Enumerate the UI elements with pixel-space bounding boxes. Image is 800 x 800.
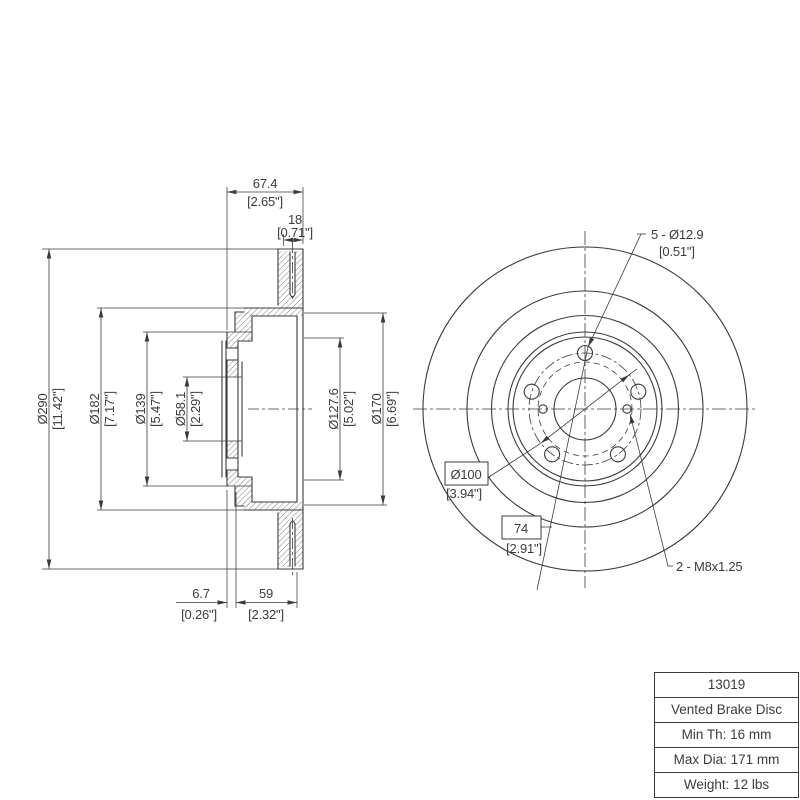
spec-weight: Weight: 12 lbs — [683, 777, 770, 792]
section-view — [221, 242, 312, 576]
dim-hat-depth-mm: 59 — [259, 586, 273, 601]
spec-table: 13019 Vented Brake Disc Min Th: 16 mm Ma… — [654, 672, 799, 798]
dim-offset-mm: 6.7 — [192, 586, 209, 601]
dim-hat-depth-in: [2.32"] — [248, 607, 284, 622]
dim-hat-dia-mm: Ø182 — [87, 393, 102, 424]
dim-inner-step-dia-mm: Ø127.6 — [326, 388, 341, 429]
dim-inner-step-dia-in: [5.02"] — [341, 391, 356, 427]
dim-hat-dia-in: [7.17"] — [102, 391, 117, 427]
leader-lines — [488, 233, 673, 591]
section-hatch — [227, 251, 303, 567]
dim-ring-thickness-in: [0.71"] — [277, 225, 313, 240]
bolt-hole — [523, 383, 540, 400]
spec-min-thickness: Min Th: 16 mm — [655, 723, 798, 748]
dim-hat-outer-dia-in: [6.69"] — [384, 391, 399, 427]
dim-center-bore-mm: Ø58.1 — [173, 392, 188, 426]
dim-overall-width-mm: 67.4 — [253, 176, 278, 191]
spec-type: Vented Brake Disc — [655, 698, 798, 723]
spec-max-diameter: Max Dia: 171 mm — [655, 748, 798, 773]
callout-bolt-circle: Ø100 — [450, 467, 481, 482]
callout-thread: 2 - M8x1.25 — [676, 559, 742, 574]
dim-flange-dia-in: [5.47"] — [148, 391, 163, 427]
dim-outer-dia-mm: Ø290 — [35, 393, 50, 424]
front-view — [413, 231, 758, 588]
bolt-hole — [630, 383, 647, 400]
dim-outer-dia-in: [11.42"] — [50, 388, 65, 430]
dim-ring-thickness-mm: 18 — [288, 212, 302, 227]
callout-bolt-holes-in: [0.51"] — [659, 244, 695, 259]
dim-offset-in: [0.26"] — [181, 607, 217, 622]
reference-boxes — [444, 461, 542, 540]
dim-center-bore-in: [2.29"] — [188, 391, 203, 427]
section-centerlines — [248, 242, 312, 576]
dimension-labels: 67.4 [2.65"] 18 [0.71"] Ø290 [11.42"] Ø1… — [35, 176, 743, 622]
section-outline — [221, 248, 304, 570]
dimension-lines — [46, 189, 386, 605]
extension-lines — [42, 187, 387, 608]
dim-flange-dia-mm: Ø139 — [133, 393, 148, 424]
callout-bolt-circle-in: [3.94"] — [446, 486, 482, 501]
callout-service-spacing: 74 — [514, 521, 528, 536]
dim-hat-outer-dia-mm: Ø170 — [369, 393, 384, 424]
bolt-hole — [609, 446, 626, 463]
callout-service-spacing-in: [2.91"] — [506, 541, 542, 556]
dim-overall-width-in: [2.65"] — [247, 194, 283, 209]
bolt-hole — [544, 446, 561, 463]
spec-part-number: 13019 — [655, 673, 798, 698]
front-centerlines — [413, 231, 758, 588]
callout-bolt-holes: 5 - Ø12.9 — [651, 227, 703, 242]
